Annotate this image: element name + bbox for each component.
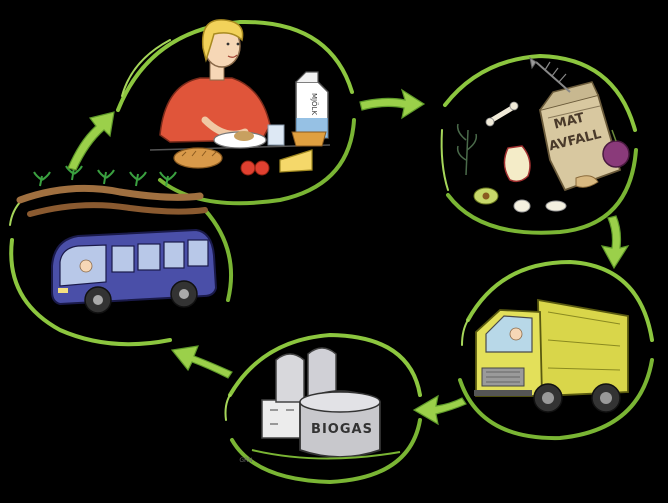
step-food-waste: MAT AVFALL	[440, 53, 638, 235]
arrow-bus-to-eating	[67, 111, 115, 171]
waste-bag-label-line1: MAT	[552, 111, 586, 133]
step-biogas-plant: BIOGAS GRN	[224, 332, 422, 485]
ring-biogas-plant	[224, 332, 422, 485]
flow-arrows	[67, 88, 630, 426]
arrow-truck-to-biogas	[412, 394, 467, 426]
arrow-eating-to-waste	[359, 88, 426, 120]
step-bus-and-fields	[9, 165, 234, 347]
ring-food-waste	[440, 53, 638, 235]
waste-bag-icon	[456, 56, 630, 213]
garbage-truck-icon	[474, 298, 629, 413]
arrow-waste-to-truck	[600, 215, 630, 270]
person-eating-icon	[149, 19, 331, 176]
step-eating: MJÖLK	[116, 19, 356, 206]
milk-carton-label: MJÖLK	[310, 93, 319, 116]
bus-icon	[51, 228, 218, 314]
step-collection	[458, 259, 654, 441]
biogas-plant-icon	[251, 347, 401, 460]
biogas-tank-label: BIOGAS	[311, 422, 373, 437]
artist-signature: GRN	[239, 457, 252, 464]
fields-icon	[16, 165, 208, 217]
ring-collection	[458, 259, 654, 441]
arrow-biogas-to-bus	[170, 345, 233, 379]
